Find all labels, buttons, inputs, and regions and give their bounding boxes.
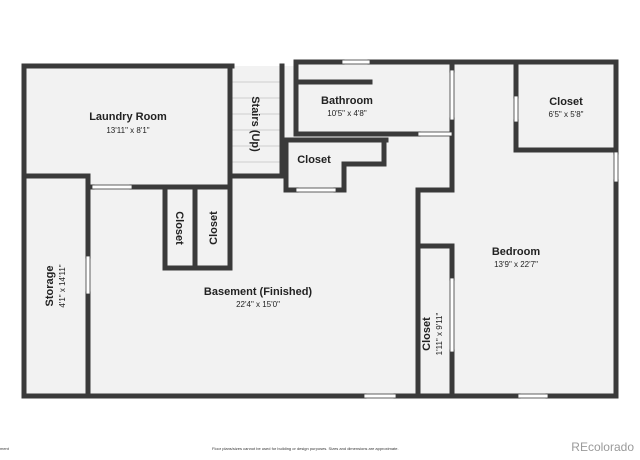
closet-small-left-name: Closet [173,211,185,245]
laundry-room-dims: 13'11" x 8'1" [106,126,149,135]
closet-mid-name: Closet [297,154,331,166]
floor-area [24,62,616,396]
brand-watermark: REcolorado [571,440,634,454]
walls [21,59,619,399]
footer-disclaimer: Floor plans/sizes cannot be used for bui… [212,446,399,451]
bedroom-name: Bedroom [492,246,541,258]
footer-left-fragment: ment [0,446,9,451]
storage-name: Storage [44,266,56,307]
closet-bedroom-dims: 1'11" x 9'11" [435,312,444,355]
stairs-label: Stairs (Up) [249,96,261,152]
basement-name: Basement (Finished) [204,286,313,298]
closet-top-right-name: Closet [549,96,583,108]
closet-small-right-name: Closet [208,211,220,245]
stairs-treads [232,81,282,163]
storage-dims: 4'1" x 14'11" [58,264,67,307]
bathroom-name: Bathroom [321,95,373,107]
closet-top-right-dims: 6'5" x 5'8" [549,110,584,119]
bathroom-dims: 10'5" x 4'8" [327,109,367,118]
basement-dims: 22'4" x 15'0" [236,300,280,309]
laundry-room-name: Laundry Room [89,111,167,123]
closet-bedroom-name: Closet [421,317,433,351]
openings [85,59,619,399]
bedroom-dims: 13'9" x 22'7" [494,260,538,269]
